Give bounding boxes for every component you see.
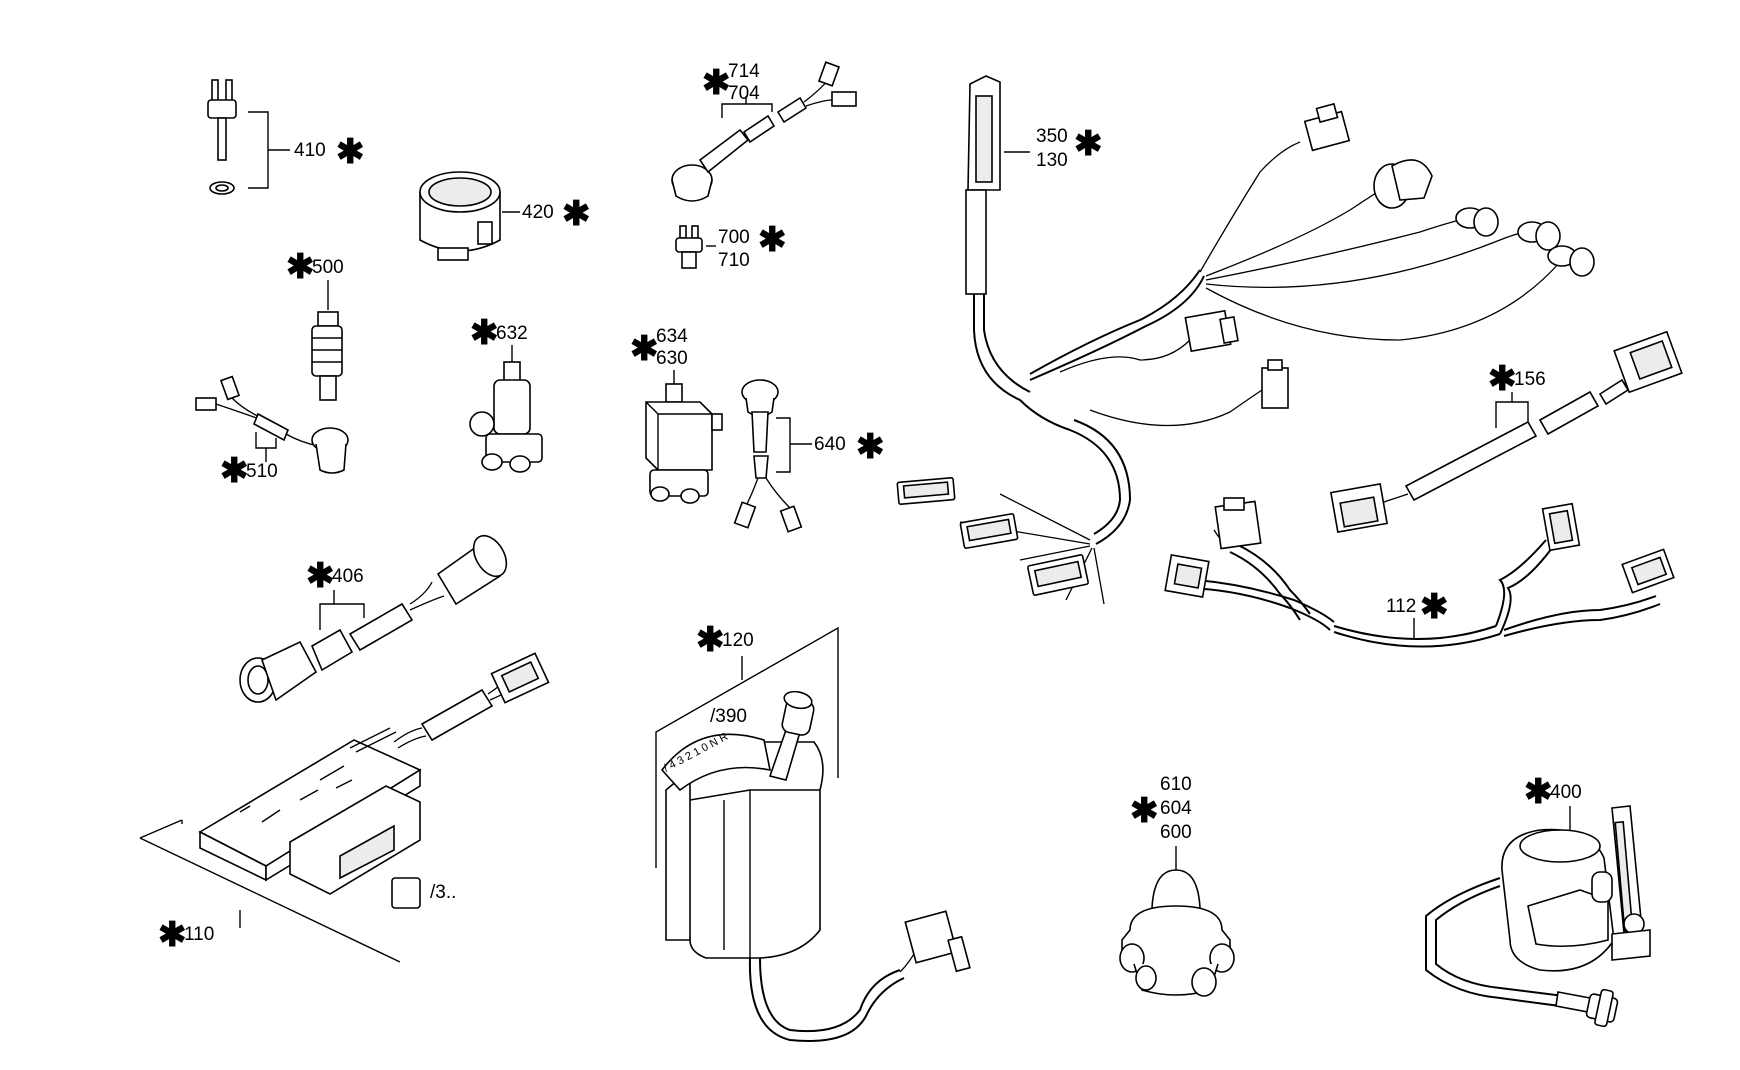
solenoid-valve-634 xyxy=(645,370,723,504)
gauge-420 xyxy=(419,171,520,261)
label-130: 130 xyxy=(1036,150,1068,171)
star-700: ✱ xyxy=(758,221,787,259)
label-604: 604 xyxy=(1160,798,1192,819)
star-110: ✱ xyxy=(158,916,187,954)
label-632: 632 xyxy=(496,323,528,344)
label-640: 640 xyxy=(814,434,846,455)
star-632: ✱ xyxy=(470,314,499,352)
star-112: ✱ xyxy=(1420,588,1449,626)
star-610: ✱ xyxy=(1130,792,1159,830)
cable-510 xyxy=(195,375,349,474)
label-410: 410 xyxy=(294,140,326,161)
label-510: 510 xyxy=(246,461,278,482)
sensor-700 xyxy=(675,225,716,269)
gear-selector-120: / 4 3 2 1 0 N R xyxy=(655,626,971,1042)
star-120: ✱ xyxy=(696,621,725,659)
star-500: ✱ xyxy=(286,248,315,286)
label-714: 714 xyxy=(728,61,760,82)
star-400: ✱ xyxy=(1524,773,1553,811)
star-634: ✱ xyxy=(630,330,659,368)
star-156: ✱ xyxy=(1488,360,1517,398)
solenoid-valve-632 xyxy=(469,345,543,473)
label-600: 600 xyxy=(1160,822,1192,843)
star-640: ✱ xyxy=(856,428,885,466)
label-610: 610 xyxy=(1160,774,1192,795)
wiring-harness-112 xyxy=(1164,497,1675,648)
cable-156 xyxy=(1329,330,1683,533)
label-710: 710 xyxy=(718,250,750,271)
star-714: ✱ xyxy=(702,64,731,102)
cable-714 xyxy=(671,61,857,202)
cable-640 xyxy=(733,379,812,533)
label-350: 350 xyxy=(1036,126,1068,147)
label-634: 634 xyxy=(656,326,688,347)
label-390: /390 xyxy=(710,706,747,727)
cable-406 xyxy=(239,534,508,703)
star-350: ✱ xyxy=(1074,125,1103,163)
label-704: 704 xyxy=(728,83,760,104)
label-700: 700 xyxy=(718,227,750,248)
star-510: ✱ xyxy=(220,452,249,490)
star-420: ✱ xyxy=(562,195,591,233)
label-400: 400 xyxy=(1550,782,1582,803)
label-156: 156 xyxy=(1514,369,1546,390)
label-500: 500 xyxy=(312,257,344,278)
label-406: 406 xyxy=(332,566,364,587)
temperature-sensor-410 xyxy=(207,79,290,195)
sensor-500 xyxy=(311,280,343,401)
label-630: 630 xyxy=(656,348,688,369)
label-420: 420 xyxy=(522,202,554,223)
label-3: /3.. xyxy=(430,882,456,903)
label-112: 112 xyxy=(1386,596,1416,617)
label-110: 110 xyxy=(184,924,214,945)
wiring-harness-350 xyxy=(896,75,1595,605)
label-120: 120 xyxy=(722,630,754,651)
position-sensor-400 xyxy=(1425,805,1651,1028)
control-unit-110 xyxy=(139,652,550,963)
pressure-valve-610 xyxy=(1119,846,1235,997)
star-410: ✱ xyxy=(336,133,365,171)
star-406: ✱ xyxy=(306,557,335,595)
